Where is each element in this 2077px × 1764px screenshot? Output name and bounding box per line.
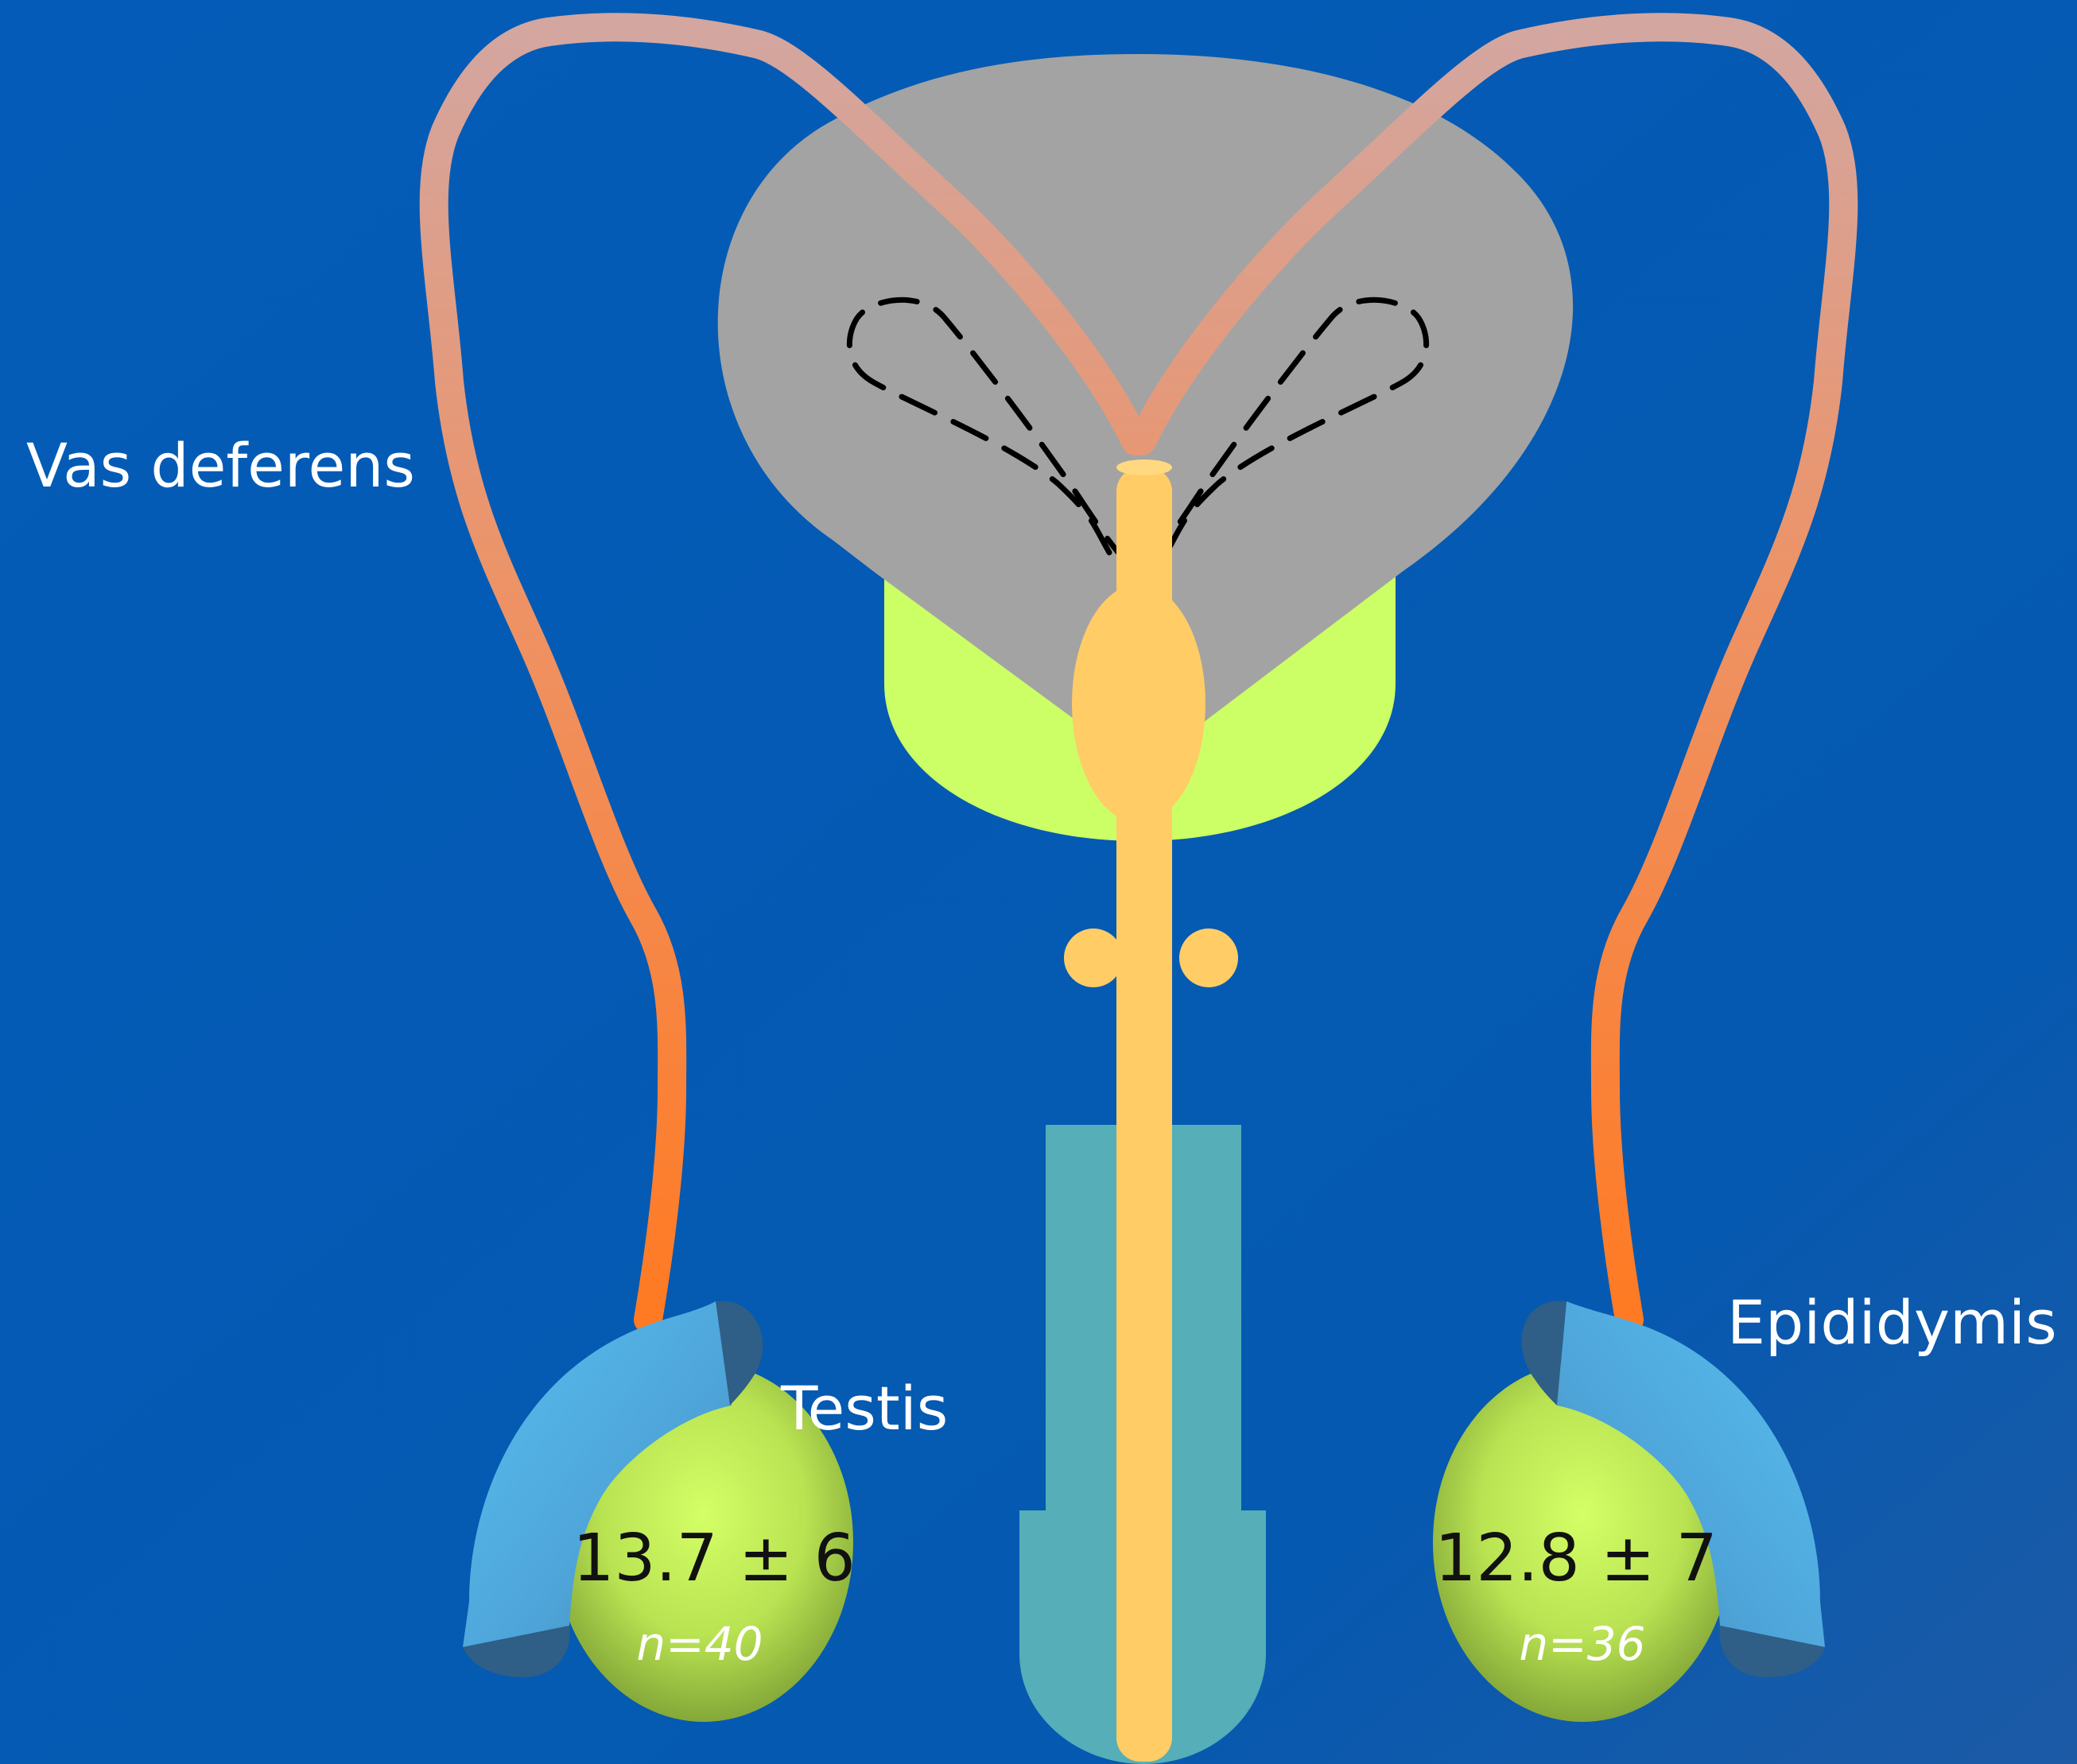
right-testis-n: n=36 [1519, 1617, 1645, 1671]
right-testis-value: 12.8 ± 7 [1434, 1521, 1718, 1596]
label-vas-deferens: Vas deferens [26, 430, 415, 501]
left-testis-value: 13.7 ± 6 [573, 1521, 856, 1596]
label-testis: Testis [780, 1373, 948, 1444]
label-epididymis: Epididymis [1727, 1287, 2057, 1358]
bulbourethral-gland-right [1179, 929, 1238, 987]
left-testis-n: n=40 [636, 1617, 763, 1671]
prostatic-urethra [1072, 584, 1205, 823]
bulbourethral-gland-left [1064, 929, 1123, 987]
urethra-opening [1116, 459, 1172, 475]
